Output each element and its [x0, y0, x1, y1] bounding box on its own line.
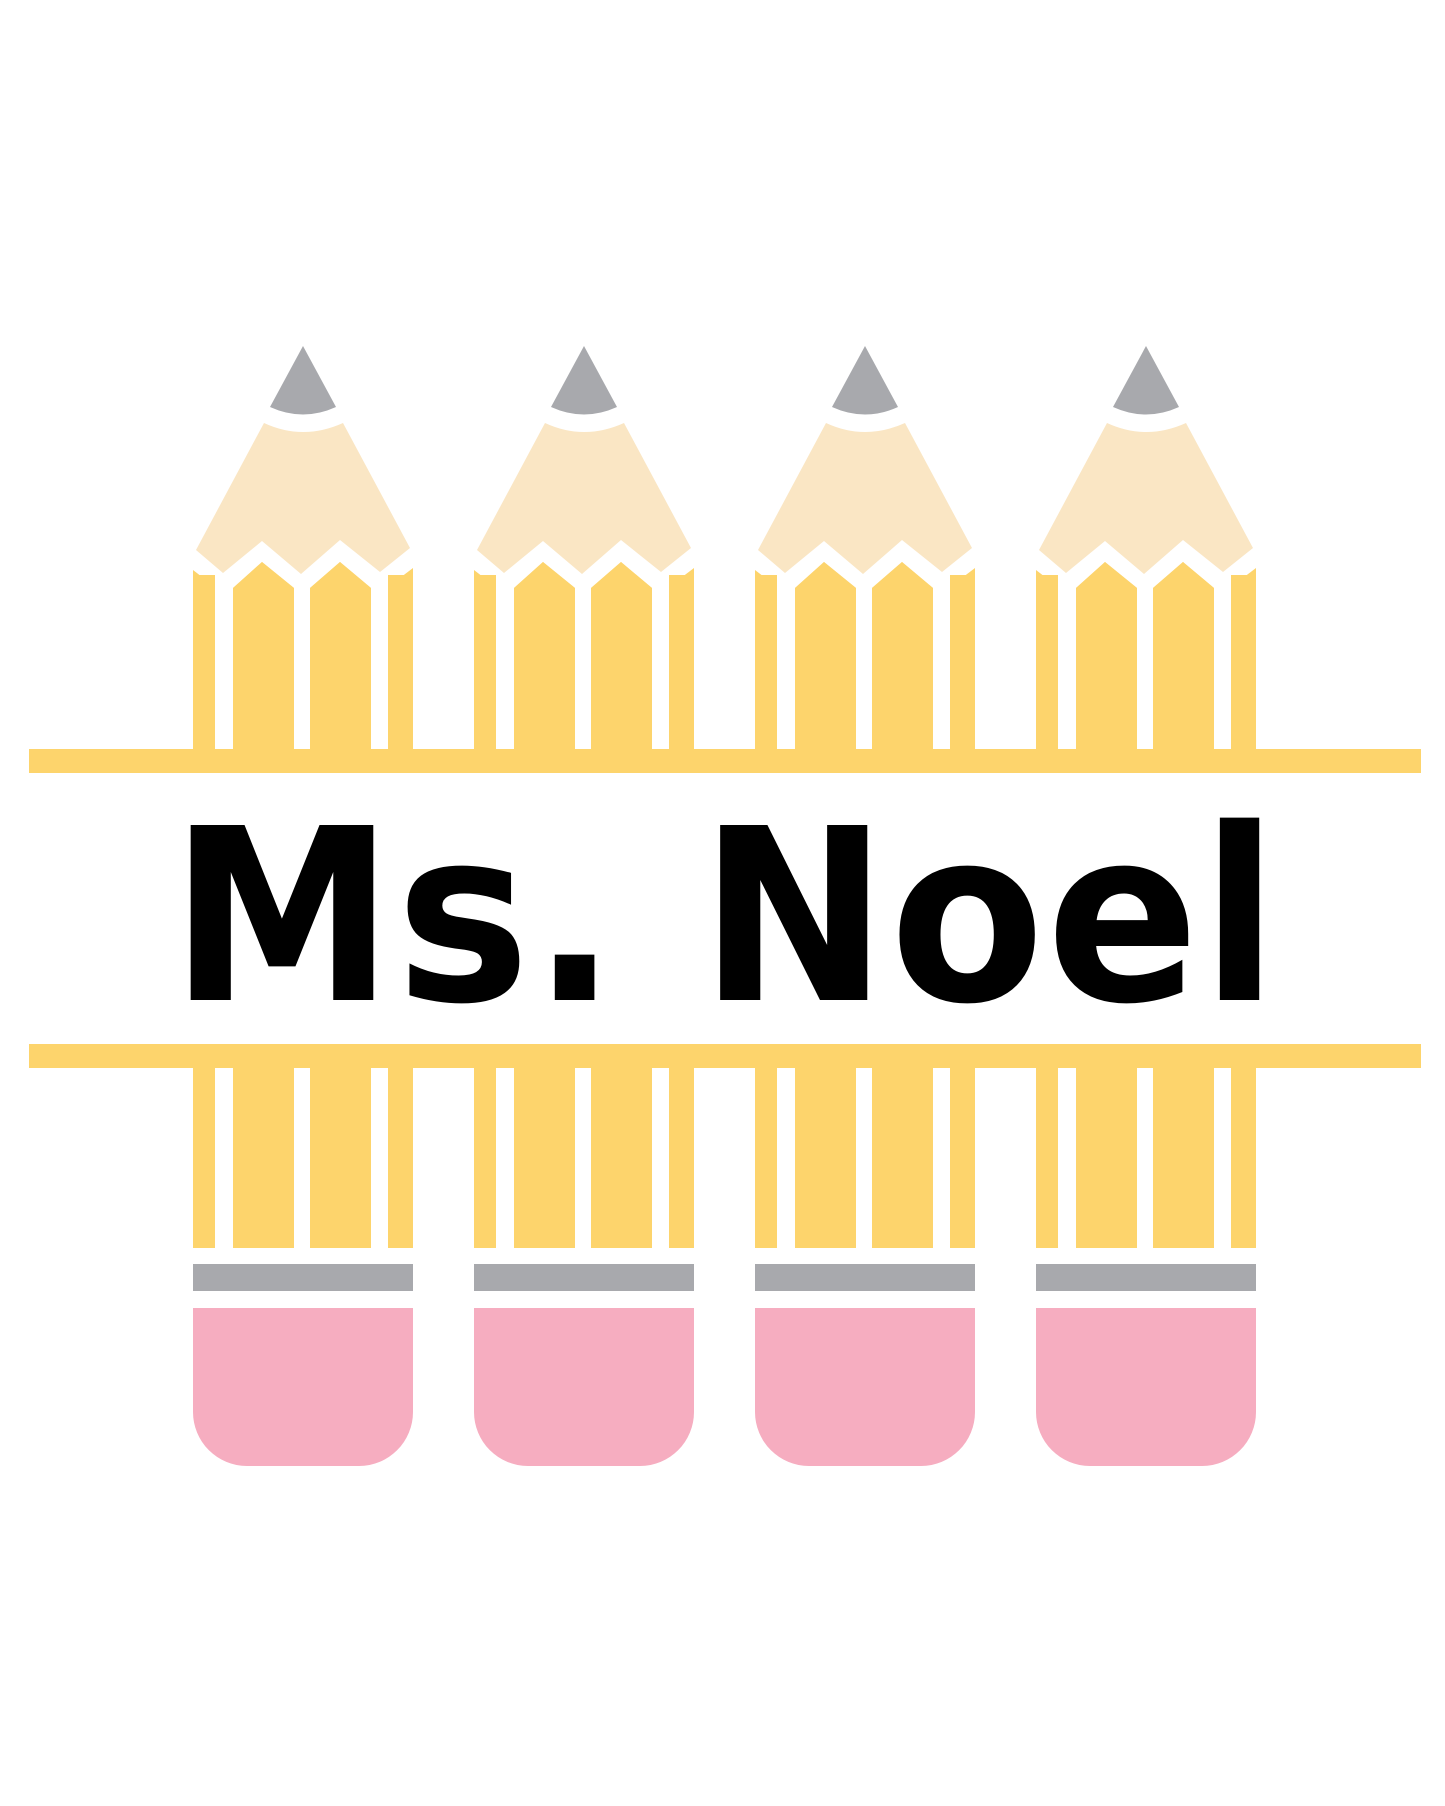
pencil-groove	[496, 590, 512, 749]
pencil-eraser	[1036, 1308, 1256, 1466]
pencil-wood-slat	[193, 575, 215, 749]
pencil-wood-slat	[795, 1068, 856, 1248]
pencil-graphite-tip	[1113, 346, 1179, 415]
pencil-wood-slat	[474, 575, 496, 749]
pencil-wood-slat	[193, 1068, 215, 1248]
pencil-wood-peak	[310, 562, 371, 588]
pencil-wood-peak	[795, 562, 856, 588]
pencil-wood-slat	[310, 588, 371, 749]
bottom-divider-bar	[29, 1044, 1421, 1068]
pencil-wood-slat	[310, 1068, 371, 1248]
pencil-top	[1036, 346, 1256, 749]
pencil-wood-slat	[233, 588, 294, 749]
pencil-wood-slat	[1036, 1068, 1058, 1248]
pencil-sharpened-cone	[196, 423, 410, 574]
pencil-wood-slat	[669, 1068, 694, 1248]
pencil-eraser	[193, 1308, 413, 1466]
pencil-eraser	[755, 1308, 975, 1466]
pencil-wood-slat	[669, 575, 694, 749]
pencil-ferrule	[474, 1264, 694, 1291]
pencil-wood-slat	[233, 1068, 294, 1248]
pencil-wood-slat	[388, 1068, 413, 1248]
pencil-groove	[1214, 590, 1230, 749]
pencil-wood-slat	[872, 588, 933, 749]
pencil-wood-peak	[233, 562, 294, 588]
pencil-groove	[1058, 590, 1074, 749]
pencil-sharpened-cone	[1039, 423, 1253, 574]
pencil-groove	[1137, 590, 1153, 749]
pencil-wood-peak	[1076, 562, 1137, 588]
pencil-top	[755, 346, 975, 749]
teacher-name: Ms. Noel	[170, 777, 1280, 1057]
pencil-eraser	[474, 1308, 694, 1466]
pencil-groove	[294, 590, 310, 749]
pencil-bottoms-group	[193, 1068, 1256, 1466]
pencil-top	[474, 346, 694, 749]
pencil-ferrule	[1036, 1264, 1256, 1291]
pencil-sharpened-cone	[758, 423, 972, 574]
pencil-wood-peak	[514, 562, 575, 588]
pencil-bottom	[193, 1068, 413, 1466]
pencil-wood-slat	[1076, 1068, 1137, 1248]
pencil-graphite-tip	[270, 346, 336, 415]
pencil-wood-slat	[388, 575, 413, 749]
pencil-ferrule	[193, 1264, 413, 1291]
pencil-ferrule	[755, 1264, 975, 1291]
pencil-wood-slat	[1231, 575, 1256, 749]
pencil-groove	[777, 590, 793, 749]
pencil-bottom	[755, 1068, 975, 1466]
pencil-wood-peak	[872, 562, 933, 588]
pencil-wood-slat	[1153, 588, 1214, 749]
pencil-bottom	[1036, 1068, 1256, 1466]
pencil-wood-slat	[950, 575, 975, 749]
pencil-graphite-tip	[551, 346, 617, 415]
pencil-groove	[371, 590, 387, 749]
pencil-graphite-tip	[832, 346, 898, 415]
pencil-wood-slat	[1231, 1068, 1256, 1248]
pencil-groove	[856, 590, 872, 749]
pencil-groove	[933, 590, 949, 749]
pencil-wood-slat	[1076, 588, 1137, 749]
pencil-wood-slat	[591, 1068, 652, 1248]
pencil-wood-peak	[1153, 562, 1214, 588]
pencil-wood-slat	[591, 588, 652, 749]
pencil-wood-slat	[950, 1068, 975, 1248]
pencil-sharpened-cone	[477, 423, 691, 574]
pencil-wood-slat	[1153, 1068, 1214, 1248]
pencil-tops-group	[193, 346, 1256, 749]
pencil-groove	[575, 590, 591, 749]
pencil-top	[193, 346, 413, 749]
pencil-wood-slat	[755, 1068, 777, 1248]
pencil-groove	[215, 590, 231, 749]
pencil-wood-slat	[795, 588, 856, 749]
pencil-wood-slat	[474, 1068, 496, 1248]
pencil-wood-slat	[514, 1068, 575, 1248]
top-divider-bar	[29, 749, 1421, 773]
pencil-wood-slat	[1036, 575, 1058, 749]
pencil-groove	[652, 590, 668, 749]
pencil-bottom	[474, 1068, 694, 1466]
pencil-wood-slat	[872, 1068, 933, 1248]
pencil-wood-peak	[591, 562, 652, 588]
pencil-wood-slat	[514, 588, 575, 749]
pencil-wood-slat	[755, 575, 777, 749]
